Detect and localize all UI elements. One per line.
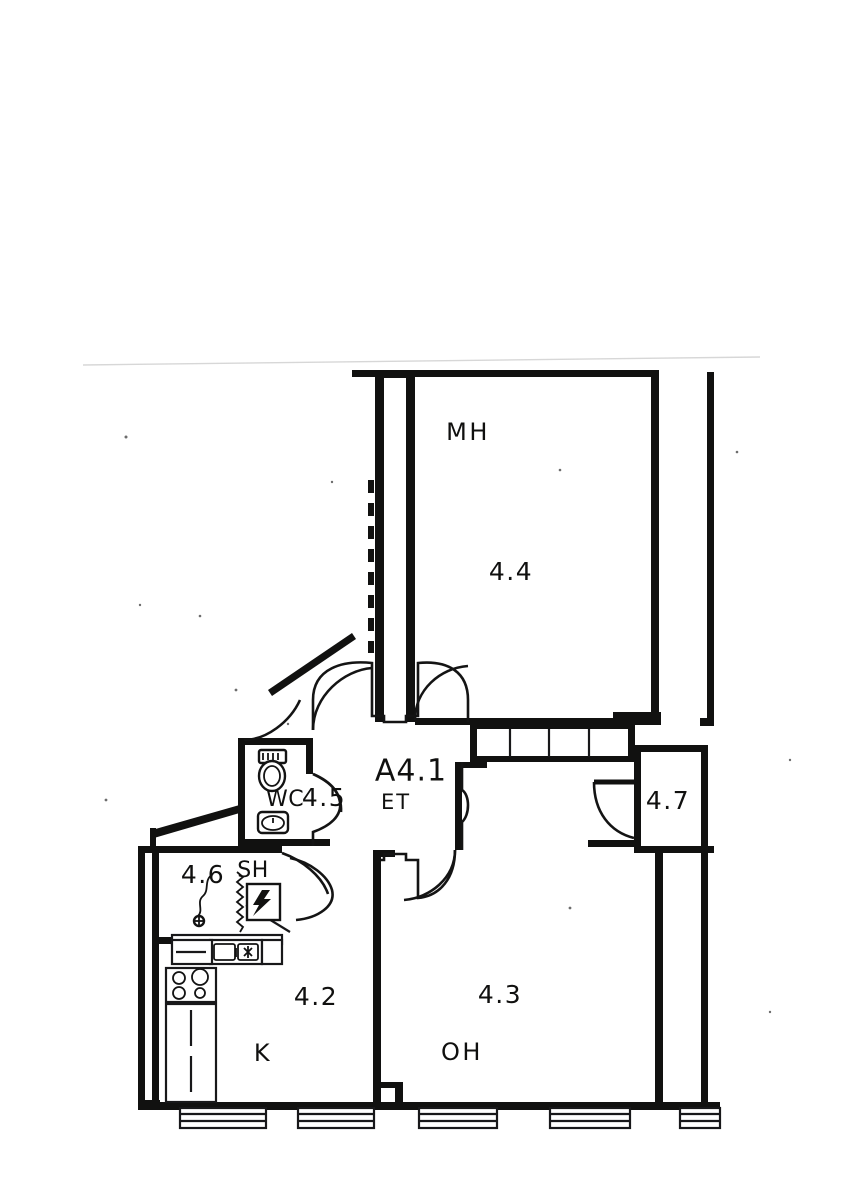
room-label-sh-code: 4.6 xyxy=(181,860,225,889)
scan-specks xyxy=(104,435,792,1014)
room-label-kitchen-code: 4.2 xyxy=(294,982,338,1011)
scan-artifact-line xyxy=(82,356,761,366)
door-swings xyxy=(243,664,635,933)
door-mh-arc xyxy=(413,664,469,721)
room-label-mh-code: 4.4 xyxy=(489,557,533,586)
room-label-wc-code: 4.5 xyxy=(302,783,346,812)
room-label-sh-name: SH xyxy=(237,858,269,883)
door-oh-icon xyxy=(403,849,457,902)
room-label-living-code: 4.3 xyxy=(478,980,522,1009)
door-sh-icon xyxy=(281,851,330,895)
riser-pipe-icon xyxy=(235,871,245,933)
window-k-1 xyxy=(178,1106,268,1130)
unit-label-name: ET xyxy=(381,790,411,814)
window-oh-4 xyxy=(678,1106,722,1130)
unit-label-code: A4.1 xyxy=(375,754,447,789)
room-label-kitchen-name: K xyxy=(254,1039,272,1067)
window-oh-1 xyxy=(296,1106,376,1130)
kitchen-fixtures xyxy=(164,933,284,1104)
wc-fixtures xyxy=(256,748,290,835)
door-closet-icon xyxy=(592,781,635,840)
room-label-closet-code: 4.7 xyxy=(646,786,690,815)
room-label-mh-name: MH xyxy=(446,418,490,446)
door-wc-icon xyxy=(312,772,343,813)
wall-structure xyxy=(138,370,720,1110)
floor-drain-icon xyxy=(197,873,214,917)
windows-south xyxy=(178,1106,722,1130)
window-oh-2 xyxy=(417,1106,499,1130)
sh-fixtures xyxy=(192,871,282,933)
room-label-wc-name: WC xyxy=(266,787,304,812)
door-mh-icon xyxy=(311,666,373,731)
wardrobe-bank-icon xyxy=(508,729,591,757)
window-oh-3 xyxy=(548,1106,632,1130)
door-diagonal-icon xyxy=(243,699,302,742)
room-label-living-name: OH xyxy=(441,1038,483,1066)
